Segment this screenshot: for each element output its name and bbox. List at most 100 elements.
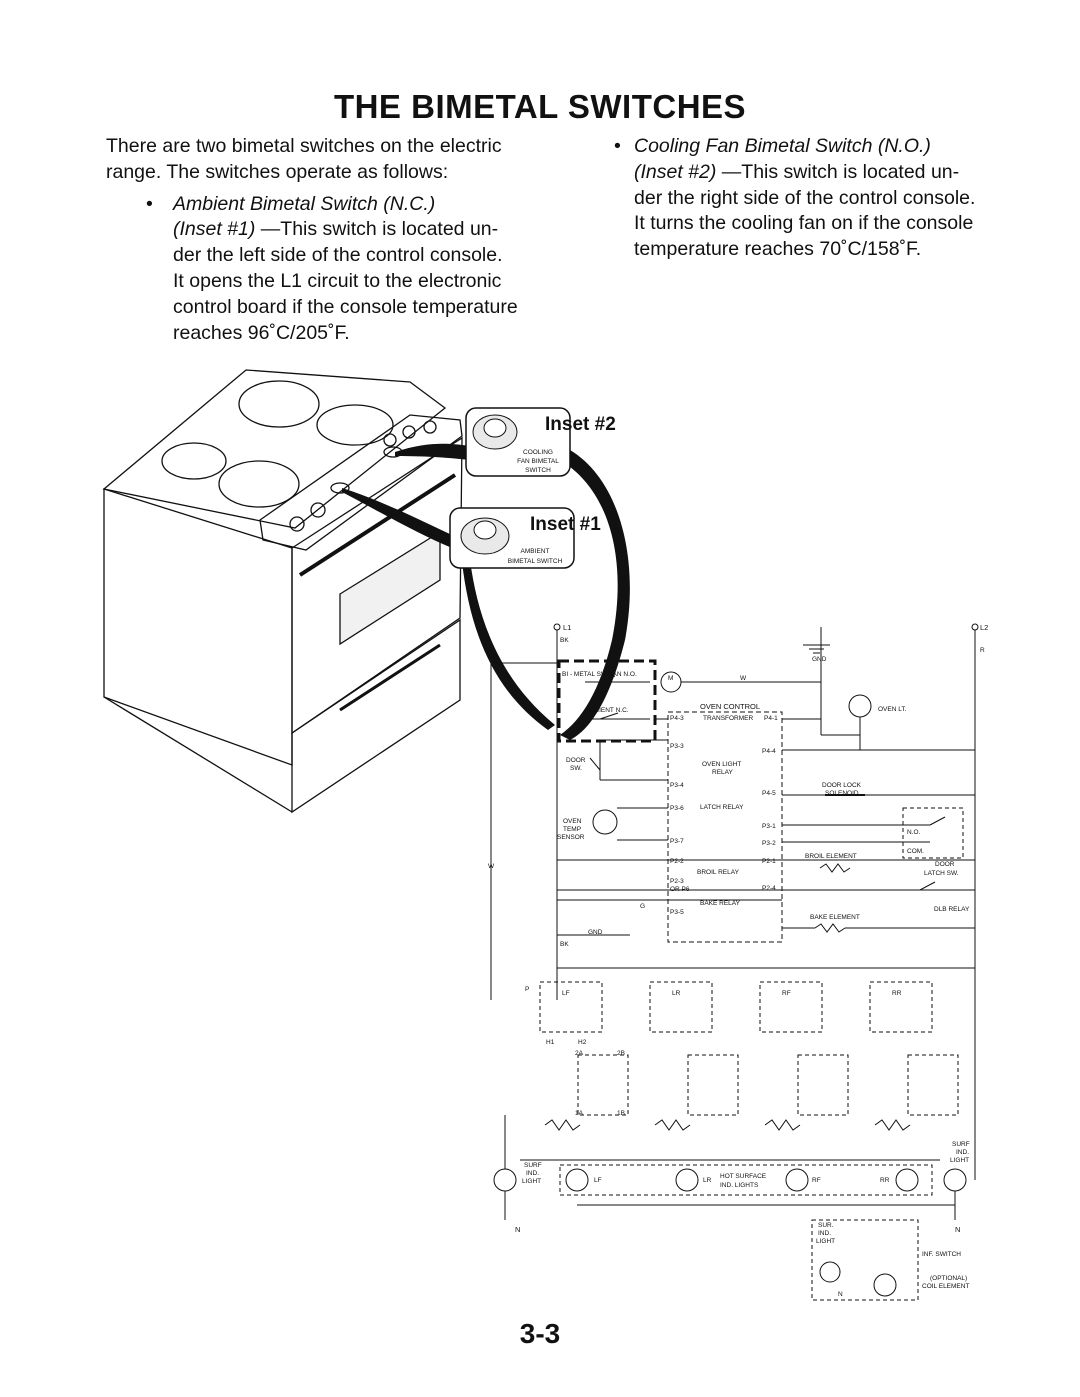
label-p2-2: P2-2	[670, 858, 684, 865]
inset-2: Inset #2 COOLING FAN BIMETAL SWITCH	[465, 407, 616, 477]
label-door-sw-2: SW.	[570, 765, 582, 772]
inset1-caption-1: AMBIENT	[521, 548, 550, 555]
label-transformer: TRANSFORMER	[703, 715, 754, 722]
indicator-light-lf-icon	[565, 1168, 589, 1192]
label-com: COM.	[907, 848, 924, 855]
oven-temp-sensor-icon	[592, 809, 618, 835]
ambient-switch-cap-icon	[473, 520, 497, 540]
range-illustration	[102, 369, 463, 814]
label-p4-4: P4-4	[762, 748, 776, 755]
label-unit-lf: LF	[562, 990, 570, 997]
label-light-lf: LF	[594, 1177, 602, 1184]
inset-1: Inset #1 AMBIENT BIMETAL SWITCH	[449, 507, 601, 569]
schematic-labels: L1 L2 BK R GND BI - METAL SW FAN N.O. M …	[488, 623, 988, 1298]
label-door-sw-1: DOOR	[566, 757, 586, 764]
label-p3-7: P3-7	[670, 838, 684, 845]
label-hot-surface-1: HOT SURFACE	[720, 1173, 767, 1180]
range-base	[103, 696, 293, 813]
label-bk-2: BK	[560, 941, 569, 948]
label-2a: 2A	[575, 1050, 584, 1057]
inset2-caption-3: SWITCH	[525, 467, 551, 474]
ambient-desc-line-4: control board if the console temperature	[173, 295, 518, 318]
cooling-switch-cap-icon	[483, 418, 507, 438]
knob-icon	[402, 425, 416, 439]
surface-indicator-right-icon	[943, 1168, 967, 1192]
label-motor: M	[668, 675, 673, 682]
label-p4-5: P4-5	[762, 790, 776, 797]
label-bimetal-fan: BI - METAL SW FAN N.O.	[562, 671, 637, 678]
intro-line-1: There are two bimetal switches on the el…	[106, 135, 502, 157]
label-broil-relay: BROIL RELAY	[697, 869, 740, 876]
label-p2-1: P2-1	[762, 858, 776, 865]
element-lf-icon	[544, 1119, 581, 1131]
label-p2-3: P2-3	[670, 878, 684, 885]
cooling-desc-line-3: It turns the cooling fan on if the conso…	[634, 212, 974, 235]
label-p3-4: P3-4	[670, 782, 684, 789]
ambient-inset-ref: (Inset #1)	[173, 218, 256, 241]
terminal-l2	[971, 623, 979, 631]
label-hot-surface-2: IND. LIGHTS	[720, 1182, 759, 1189]
element-lr-icon	[654, 1119, 691, 1131]
label-light-lr: LR	[703, 1177, 712, 1184]
inset-leaders	[342, 443, 630, 740]
label-oven-light-relay-1: OVEN LIGHT	[702, 761, 741, 768]
label-bake-element: BAKE ELEMENT	[810, 914, 860, 921]
inset2-arc	[560, 450, 630, 740]
label-unit-rf: RF	[782, 990, 791, 997]
burner-front-left	[161, 442, 227, 480]
label-gnd-2: GND	[588, 929, 603, 936]
surface-units	[493, 981, 967, 1220]
label-g: G	[640, 903, 645, 910]
label-door-latch-1: DOOR	[935, 861, 955, 868]
cooktop-surface	[102, 369, 447, 529]
label-or-p6: OR P6	[670, 886, 690, 893]
right-column: • Cooling Fan Bimetal Switch (N.O.) (Ins…	[608, 134, 1000, 263]
inset1-label: Inset #1	[530, 514, 601, 535]
cooling-desc-line-4: temperature reaches 70˚C/158˚F.	[634, 238, 922, 261]
label-surf-ind-r2: IND.	[956, 1149, 969, 1156]
label-1a: 1A	[575, 1110, 584, 1117]
oven-light-icon	[848, 694, 872, 718]
label-surf-ind-r1: SURF	[952, 1141, 970, 1148]
indicator-light-lr-icon	[675, 1168, 699, 1192]
oven-door	[291, 436, 463, 735]
label-surf-ind-3: LIGHT	[522, 1178, 541, 1185]
oven-window	[339, 530, 441, 646]
knob-icon	[423, 420, 437, 434]
cooling-switch-item: • Cooling Fan Bimetal Switch (N.O.) (Ins…	[608, 134, 1000, 263]
label-2b: 2B	[617, 1050, 625, 1057]
coil-element-icon	[873, 1273, 897, 1297]
label-sur-ind-2: IND.	[818, 1230, 831, 1237]
burner-front-right	[218, 460, 300, 508]
label-oven-temp-2: TEMP	[563, 826, 581, 833]
inset1-caption-2: BIMETAL SWITCH	[508, 558, 563, 565]
cooling-desc-1: —This switch is located un-	[721, 160, 960, 183]
label-p4-3: P4-3	[670, 715, 684, 722]
label-door-lock-1: DOOR LOCK	[822, 782, 862, 789]
label-p3-3: P3-3	[670, 743, 684, 750]
label-bk: BK	[560, 637, 569, 644]
inset2-leader	[395, 443, 470, 460]
label-sur-ind-3: LIGHT	[816, 1238, 835, 1245]
element-rr-icon	[874, 1119, 911, 1131]
broil-element-icon	[819, 863, 851, 873]
label-p3-6: P3-6	[670, 805, 684, 812]
label-oven-lt: OVEN LT.	[878, 706, 907, 713]
storage-drawer	[291, 618, 461, 814]
burner-rear-left	[238, 380, 320, 428]
burner-rear-right	[316, 404, 394, 446]
label-surf-ind-r3: LIGHT	[950, 1157, 969, 1164]
indicator-light-rr-icon	[895, 1168, 919, 1192]
label-light-rf: RF	[812, 1177, 821, 1184]
label-inf-switch: INF. SWITCH	[922, 1251, 961, 1258]
knob-icon	[289, 516, 305, 532]
label-broil-element: BROIL ELEMENT	[805, 853, 857, 860]
surface-indicator-left-icon	[493, 1168, 517, 1192]
label-oven-control: OVEN CONTROL	[700, 702, 760, 711]
label-surf-ind-1: SURF	[524, 1162, 542, 1169]
knob-icon	[310, 502, 326, 518]
door-latch-switch-box	[902, 807, 964, 859]
label-n-optional: N	[838, 1291, 843, 1298]
label-1b: 1B	[617, 1110, 625, 1117]
